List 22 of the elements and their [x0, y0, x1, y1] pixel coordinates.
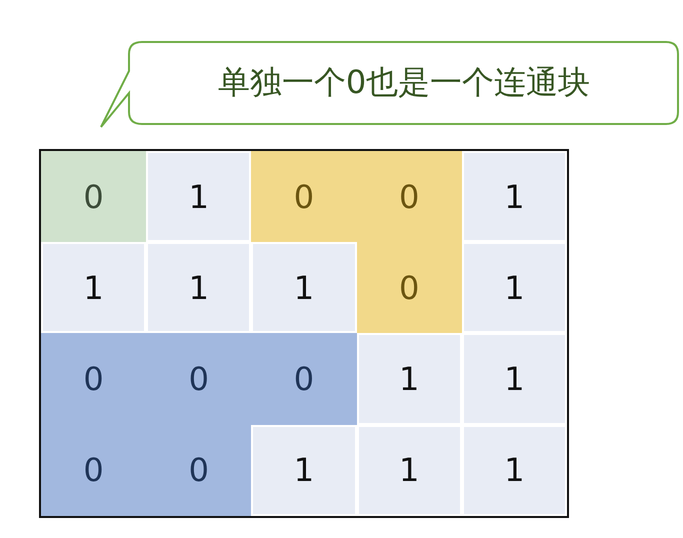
grid-cell: 1: [464, 426, 565, 514]
grid-cell: 0: [356, 242, 462, 334]
grid-cell: 0: [41, 151, 146, 242]
grid-cell: 0: [41, 333, 146, 425]
grid-cell: 1: [358, 426, 460, 514]
grid-cell: 0: [146, 424, 252, 516]
grid-cell: 1: [464, 335, 565, 423]
grid-cell: 0: [356, 151, 462, 242]
grid-cell: 1: [464, 244, 565, 332]
grid-cell: 0: [146, 333, 252, 425]
grid-cell: 1: [148, 244, 250, 332]
grid-cell: 1: [358, 335, 460, 423]
speech-bubble: [100, 41, 680, 129]
grid-cell: 1: [43, 244, 144, 332]
grid-cell: 1: [253, 244, 355, 332]
grid-cell: 0: [251, 151, 357, 242]
grid-cell: 1: [253, 426, 355, 514]
grid-cell: 0: [41, 424, 146, 516]
grid-cell: 0: [251, 333, 357, 425]
grid-cell: 1: [464, 153, 565, 240]
grid-cell: 1: [148, 153, 250, 240]
callout-text: 单独一个0也是一个连通块: [216, 62, 592, 103]
